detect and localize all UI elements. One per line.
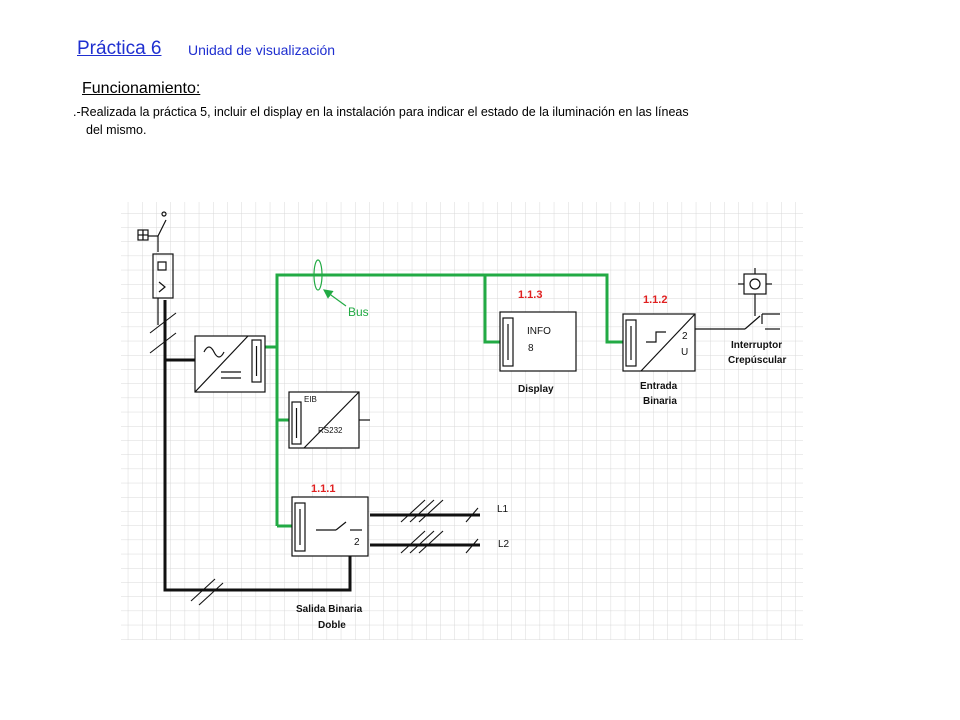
display-label: Display (518, 384, 554, 395)
power-supply (194, 335, 266, 393)
description-line-1: .-Realizada la práctica 5, incluir el di… (73, 105, 689, 119)
power-lines (163, 300, 480, 592)
binary-output-module (291, 496, 369, 557)
entrada-label-1: Entrada (640, 381, 678, 392)
line-l1-label: L1 (497, 504, 509, 515)
line-l2-label: L2 (498, 539, 510, 550)
salida-address: 1.1.1 (311, 483, 335, 495)
description-line-2: del mismo. (86, 123, 147, 137)
interruptor-label-2: Crepúscular (728, 355, 786, 366)
entrada-address: 1.1.2 (643, 294, 667, 306)
bus-label: Bus (348, 305, 369, 319)
entrada-num: 2 (682, 331, 688, 342)
page-title: Práctica 6 (77, 38, 162, 59)
conductor-ticks (149, 312, 479, 606)
page-subtitle: Unidad de visualización (188, 42, 336, 58)
eib-label: EIB (304, 395, 317, 404)
section-heading: Funcionamiento: (82, 80, 201, 97)
binary-input-module (622, 313, 745, 372)
breaker-symbol (137, 211, 174, 325)
display-info-num: 8 (528, 343, 534, 354)
entrada-u: U (681, 347, 688, 358)
twilight-switch (738, 268, 780, 330)
entrada-label-2: Binaria (643, 396, 677, 407)
display-info: INFO (527, 326, 551, 337)
rs232-interface (288, 391, 370, 449)
grid-background (121, 202, 803, 640)
display-module (499, 311, 577, 372)
salida-label-2: Doble (318, 620, 346, 631)
bus-arrow (323, 289, 347, 307)
salida-channel-num: 2 (354, 537, 360, 548)
display-address: 1.1.3 (518, 289, 542, 301)
bus-lines (264, 273, 623, 528)
bus-marker (313, 259, 323, 291)
salida-label-1: Salida Binaria (296, 604, 363, 615)
rs232-label: RS232 (318, 426, 343, 435)
interruptor-label-1: Interruptor (731, 340, 782, 351)
